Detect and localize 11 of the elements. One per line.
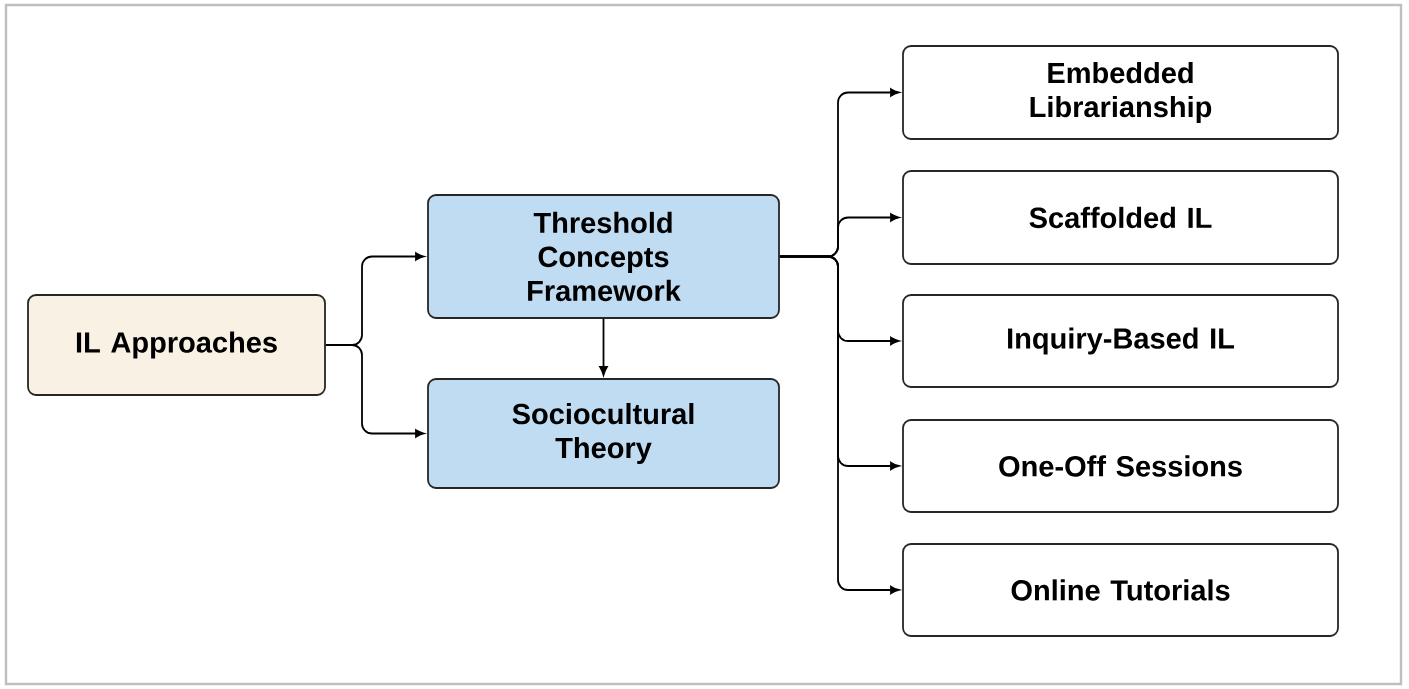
arrow xyxy=(325,344,425,438)
process-box: Embedded Librarianship xyxy=(902,45,1339,140)
process-box: One-Off Sessions xyxy=(902,419,1339,513)
process-box: Online Tutorials xyxy=(902,543,1339,637)
process-box: Sociocultural Theory xyxy=(427,378,780,489)
process-box: Threshold Concepts Framework xyxy=(427,194,780,319)
process-box: Inquiry-Based IL xyxy=(902,294,1339,388)
arrow xyxy=(779,255,900,595)
start-box: IL Approaches xyxy=(27,294,326,396)
process-box: Scaffolded IL xyxy=(902,170,1339,265)
arrow xyxy=(599,318,608,376)
